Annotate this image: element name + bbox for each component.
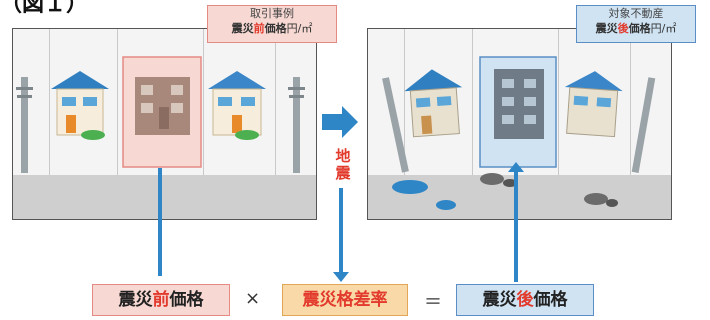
right-arrow-icon [322,106,358,138]
puddle-icon [392,180,456,210]
transaction-case-callout: 取引事例 震災前価格円/㎡ [207,5,337,43]
apartment-building-icon [135,77,190,135]
tilted-utility-pole-icon [382,77,409,173]
arrow-up-icon [508,162,524,172]
before-scene-illustration [16,56,305,173]
figure-label: （図１） [0,0,89,17]
callout-title: 対象不動産 [608,7,664,20]
road [13,175,316,219]
damaged-building-icon [494,69,544,139]
subject-property-callout: 対象不動産 震災後価格円/㎡ [576,5,696,43]
callout-price-label: 震災後価格円/㎡ [595,22,677,35]
house-icon [208,71,266,140]
after-scene-illustration [382,56,656,210]
after-scene [367,28,672,220]
earthquake-difference-rate-box: 震災格差率 [282,284,408,316]
callout-title: 取引事例 [250,7,294,20]
pre-earthquake-price-box: 震災前価格 [92,284,230,316]
arrow-down-icon [333,272,349,282]
rubble-icon [480,173,618,207]
damaged-house-icon [564,71,623,138]
utility-pole-icon [288,77,305,173]
tilted-utility-pole-icon [631,77,656,173]
multiply-sign: × [245,288,261,309]
equals-sign: ＝ [424,292,442,313]
utility-pole-icon [16,77,33,173]
callout-price-label: 震災前価格円/㎡ [231,22,313,35]
earthquake-label: 地 震 [335,147,351,182]
damaged-house-icon [404,69,463,138]
house-icon [51,71,109,140]
before-scene [12,28,317,220]
post-earthquake-price-box: 震災後価格 [456,284,594,316]
